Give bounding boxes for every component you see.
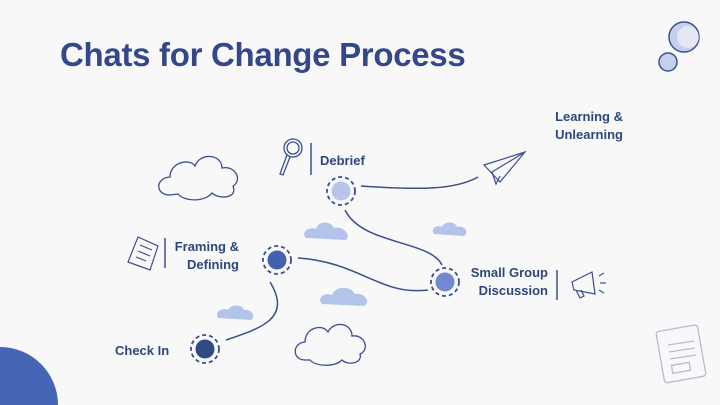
megaphone-icon — [571, 271, 606, 299]
label-line: Defining — [187, 257, 239, 272]
magnifier-icon — [279, 138, 303, 176]
label-line: Framing & — [174, 239, 239, 254]
node-small-group[interactable] — [430, 267, 460, 297]
label-line: Learning & — [555, 109, 623, 124]
clouds-filled — [216, 222, 467, 320]
label-line: Small Group — [470, 265, 548, 280]
document-icon — [127, 236, 159, 271]
step-label-small-group: Small Group Discussion — [460, 264, 548, 300]
label-line: Unlearning — [555, 127, 623, 142]
step-label-framing: Framing & Defining — [172, 238, 239, 274]
bubble-decoration-small — [658, 52, 678, 72]
cloud-outline-icon — [158, 155, 238, 201]
page-title: Chats for Change Process — [60, 36, 466, 73]
step-label-learning: Learning & Unlearning — [540, 108, 623, 144]
connector-lines — [225, 176, 479, 341]
bubble-highlight — [677, 26, 699, 48]
label-line: Discussion — [478, 283, 548, 298]
notepad-icon — [655, 324, 707, 384]
node-debrief[interactable] — [326, 176, 356, 206]
step-label-debrief: Debrief — [320, 153, 365, 168]
paper-plane-icon — [482, 150, 527, 186]
node-framing-defining[interactable] — [262, 245, 292, 275]
cloud-outline-icon — [294, 323, 366, 366]
corner-circle-decoration — [0, 347, 58, 405]
step-label-check-in: Check In — [115, 343, 170, 358]
node-check-in[interactable] — [190, 334, 220, 364]
